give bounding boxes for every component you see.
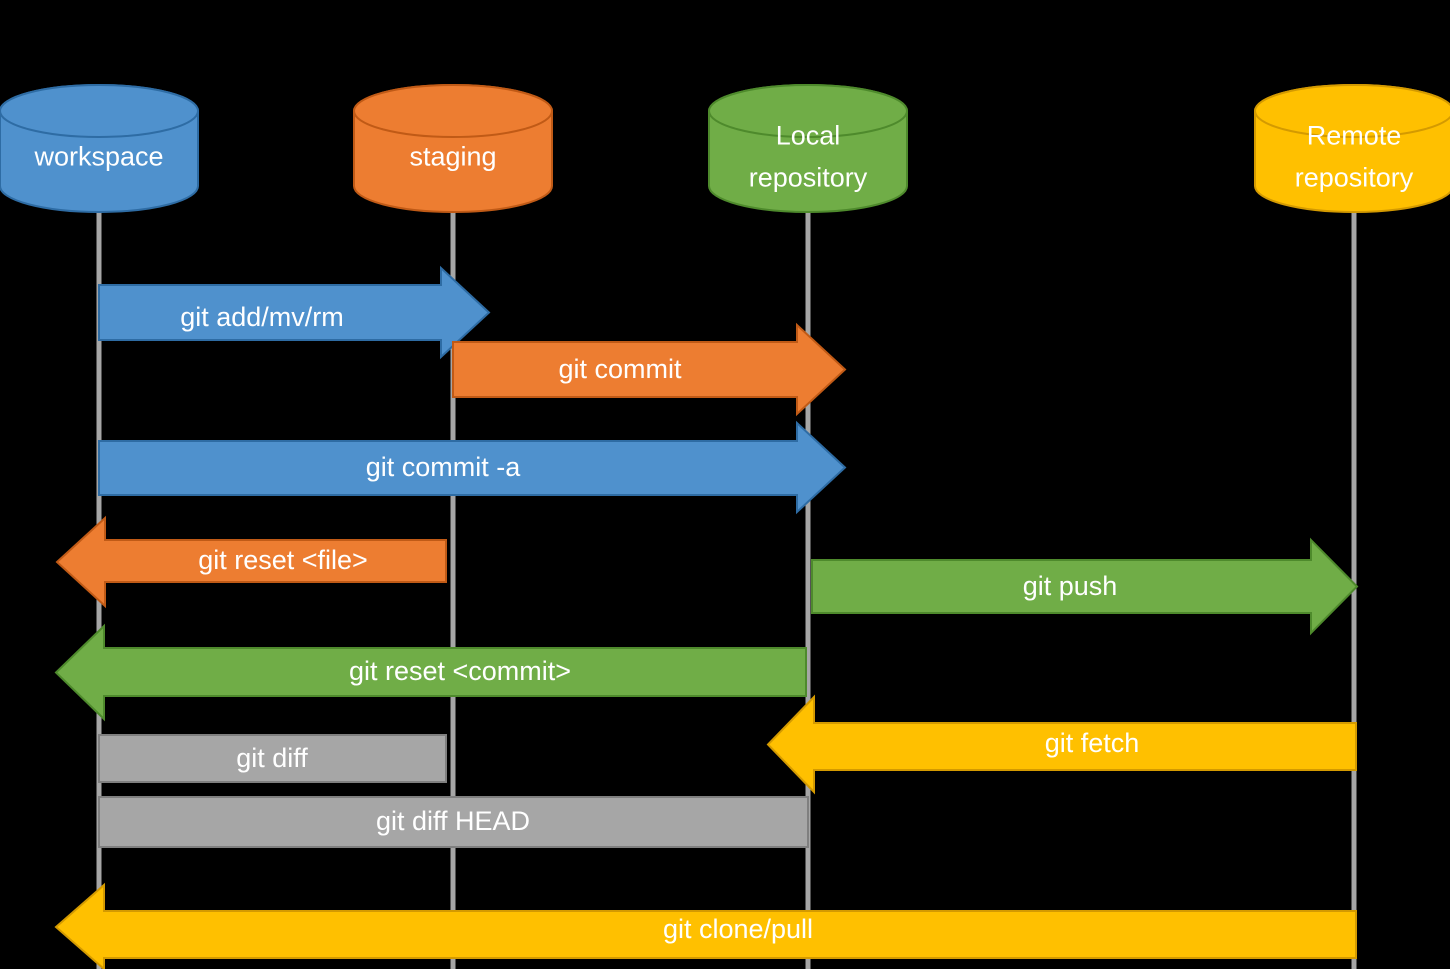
- arrow-label-git-reset-commit: git reset <commit>: [349, 656, 571, 686]
- arrow-git-commit-a[interactable]: git commit -a: [98, 420, 847, 515]
- bar-shape-git-diff-head: [98, 796, 809, 848]
- bar-git-diff-head[interactable]: git diff HEAD: [98, 796, 809, 848]
- bar-label-git-diff: git diff: [236, 743, 308, 773]
- arrow-shape-git-commit: [452, 322, 847, 417]
- arrow-label-git-reset-file: git reset <file>: [198, 545, 368, 575]
- bar-shape-git-diff: [98, 734, 447, 783]
- cylinder-top-staging: [353, 84, 553, 138]
- arrow-shape-git-reset-commit: [54, 623, 807, 722]
- arrow-shape-git-push: [811, 537, 1359, 636]
- arrow-git-commit[interactable]: git commit: [452, 322, 847, 417]
- cylinder-top-local-repo: [708, 84, 908, 138]
- bars-group: git diff git diff HEAD: [98, 734, 809, 848]
- arrow-label-git-commit: git commit: [558, 354, 682, 384]
- lifeline-staging: [450, 206, 456, 969]
- arrow-shape-git-add: [98, 265, 491, 360]
- bar-git-diff[interactable]: git diff: [98, 734, 447, 783]
- arrows-group: git add/mv/rm git commit git commit -a git …: [54, 265, 1359, 969]
- arrow-shape-git-clone-pull: [54, 882, 1357, 969]
- arrow-label-git-commit-a: git commit -a: [366, 452, 522, 482]
- lifeline-local-repo: [805, 206, 811, 969]
- arrow-git-reset-file[interactable]: git reset <file>: [55, 515, 447, 609]
- arrow-label-git-push: git push: [1023, 571, 1118, 601]
- arrow-label-git-clone-pull: git clone/pull: [663, 914, 813, 944]
- node-label-staging: staging: [409, 142, 496, 172]
- node-label-workspace: workspace: [33, 142, 163, 172]
- arrow-shape-git-reset-file: [55, 515, 447, 609]
- arrow-shape-git-fetch: [766, 694, 1357, 795]
- arrow-git-fetch[interactable]: git fetch: [766, 694, 1357, 795]
- arrow-shape-git-commit-a: [98, 420, 847, 515]
- arrow-git-add[interactable]: git add/mv/rm: [98, 265, 491, 360]
- node-workspace[interactable]: workspace: [0, 84, 199, 213]
- bar-label-git-diff-head: git diff HEAD: [376, 806, 530, 836]
- cylinder-top-workspace: [0, 84, 199, 138]
- node-staging[interactable]: staging: [353, 84, 553, 213]
- arrow-git-push[interactable]: git push: [811, 537, 1359, 636]
- arrow-git-clone-pull[interactable]: git clone/pull: [54, 882, 1357, 969]
- arrow-git-reset-commit[interactable]: git reset <commit>: [54, 623, 807, 722]
- arrow-label-git-add: git add/mv/rm: [180, 302, 344, 332]
- arrow-label-git-fetch: git fetch: [1045, 728, 1140, 758]
- cylinder-top-remote-repo: [1254, 84, 1450, 138]
